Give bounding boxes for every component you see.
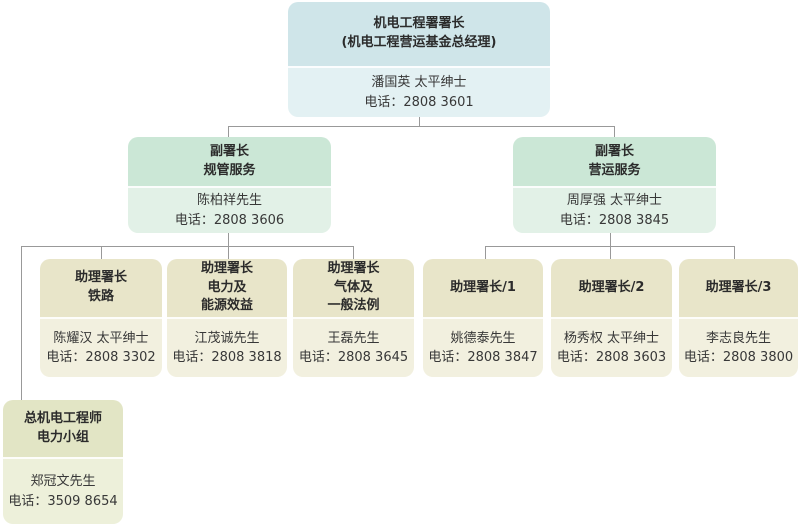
- connector-line: [353, 246, 354, 259]
- phone-number: 电话：3509 8654: [8, 493, 118, 509]
- node-contact: 姚德泰先生 电话：2808 3847: [423, 317, 543, 377]
- node-contact: 江茂诚先生 电话：2808 3818: [167, 317, 287, 377]
- node-contact: 陈耀汉 太平绅士 电话：2808 3302: [40, 317, 162, 377]
- phone-number: 电话：2808 3800: [683, 350, 794, 365]
- node-contact: 王磊先生 电话：2808 3645: [293, 317, 414, 377]
- connector-line: [610, 233, 611, 247]
- person-name: 江茂诚先生: [194, 330, 260, 346]
- person-name: 李志良先生: [705, 330, 771, 346]
- org-node-ad-electricity: 助理署长 电力及 能源效益 江茂诚先生 电话：2808 3818: [167, 259, 287, 377]
- node-title: 助理署长 气体及 一般法例: [293, 259, 414, 317]
- phone-number: 电话：2808 3603: [556, 350, 667, 365]
- node-title: 助理署长 电力及 能源效益: [167, 259, 287, 317]
- node-contact: 周厚强 太平绅士 电话：2808 3845: [513, 186, 716, 233]
- connector-line: [485, 246, 486, 259]
- phone-number: 电话：2808 3845: [559, 212, 670, 228]
- org-node-deputy-trading: 副署长 营运服务 周厚强 太平绅士 电话：2808 3845: [513, 137, 716, 233]
- title-line: 规管服务: [203, 162, 256, 178]
- connector-line: [610, 246, 611, 259]
- title-line: 营运服务: [588, 162, 641, 178]
- org-node-ad-3: 助理署长/3 李志良先生 电话：2808 3800: [679, 259, 798, 377]
- person-name: 姚德泰先生: [450, 330, 516, 346]
- phone-number: 电话：2808 3601: [364, 94, 474, 110]
- title-line: 总机电工程师: [23, 410, 102, 426]
- title-line: 副署长: [209, 143, 249, 159]
- phone-number: 电话：2808 3302: [46, 350, 156, 365]
- connector-line: [419, 117, 420, 127]
- title-line: 助理署长/1: [450, 279, 516, 295]
- org-node-chief-engineer-electricity: 总机电工程师 电力小组 郑冠文先生 电话：3509 8654: [3, 400, 123, 524]
- node-title: 总机电工程师 电力小组: [3, 400, 123, 457]
- person-name: 潘国英 太平绅士: [371, 75, 467, 90]
- title-line: (机电工程营运基金总经理): [341, 35, 497, 50]
- person-name: 王磊先生: [327, 330, 380, 346]
- connector-line: [21, 246, 354, 247]
- node-title: 助理署长/3: [679, 259, 798, 317]
- phone-number: 电话：2808 3818: [172, 350, 282, 365]
- org-node-ad-gas: 助理署长 气体及 一般法例 王磊先生 电话：2808 3645: [293, 259, 414, 377]
- title-line: 副署长: [594, 143, 634, 159]
- org-node-director: 机电工程署署长 (机电工程营运基金总经理) 潘国英 太平绅士 电话：2808 3…: [288, 2, 550, 117]
- person-name: 杨秀权 太平绅士: [563, 330, 660, 346]
- org-node-ad-2: 助理署长/2 杨秀权 太平绅士 电话：2808 3603: [551, 259, 672, 377]
- node-contact: 杨秀权 太平绅士 电话：2808 3603: [551, 317, 672, 377]
- node-contact: 陈柏祥先生 电话：2808 3606: [128, 186, 331, 233]
- phone-number: 电话：2808 3645: [298, 350, 409, 365]
- connector-line: [21, 246, 22, 400]
- title-line: 助理署长/2: [578, 279, 645, 295]
- connector-line: [101, 246, 102, 259]
- node-title: 机电工程署署长 (机电工程营运基金总经理): [288, 2, 550, 66]
- connector-line: [228, 233, 229, 247]
- connector-line: [734, 246, 735, 259]
- node-contact: 郑冠文先生 电话：3509 8654: [3, 457, 123, 524]
- node-title: 助理署长/1: [423, 259, 543, 317]
- connector-line: [614, 126, 615, 137]
- title-line: 助理署长/3: [705, 279, 772, 295]
- person-name: 周厚强 太平绅士: [566, 193, 663, 208]
- person-name: 陈柏祥先生: [196, 193, 262, 208]
- title-line: 机电工程署署长: [373, 16, 465, 32]
- phone-number: 电话：2808 3606: [174, 212, 285, 228]
- person-name: 陈耀汉 太平绅士: [53, 330, 149, 346]
- title-line: 助理署长: [74, 270, 127, 286]
- title-line: 助理署长: [200, 260, 253, 276]
- node-title: 助理署长/2: [551, 259, 672, 317]
- title-line: 能源效益: [200, 298, 253, 314]
- org-node-ad-1: 助理署长/1 姚德泰先生 电话：2808 3847: [423, 259, 543, 377]
- connector-line: [228, 126, 615, 127]
- node-title: 副署长 营运服务: [513, 137, 716, 186]
- node-contact: 潘国英 太平绅士 电话：2808 3601: [288, 66, 550, 117]
- connector-line: [228, 126, 229, 137]
- node-title: 副署长 规管服务: [128, 137, 331, 186]
- org-node-ad-railways: 助理署长 铁路 陈耀汉 太平绅士 电话：2808 3302: [40, 259, 162, 377]
- org-node-deputy-regulatory: 副署长 规管服务 陈柏祥先生 电话：2808 3606: [128, 137, 331, 233]
- title-line: 电力小组: [36, 429, 89, 445]
- node-contact: 李志良先生 电话：2808 3800: [679, 317, 798, 377]
- connector-line: [228, 246, 229, 259]
- title-line: 一般法例: [327, 298, 380, 314]
- title-line: 助理署长: [327, 260, 380, 276]
- phone-number: 电话：2808 3847: [428, 350, 538, 365]
- person-name: 郑冠文先生: [30, 474, 96, 489]
- title-line: 铁路: [87, 289, 114, 304]
- node-title: 助理署长 铁路: [40, 259, 162, 317]
- title-line: 电力及: [207, 279, 247, 295]
- title-line: 气体及: [333, 279, 373, 295]
